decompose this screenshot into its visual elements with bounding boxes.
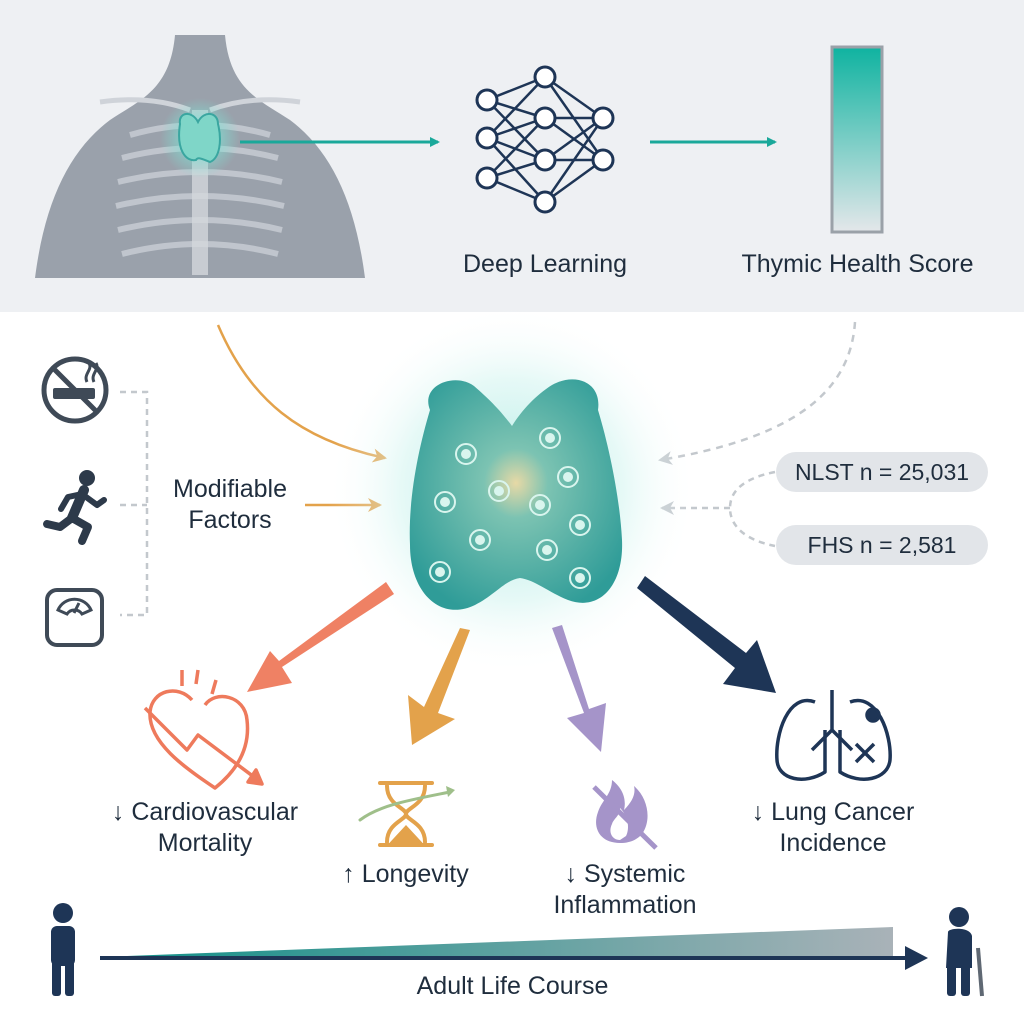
elderly-person-icon — [946, 907, 984, 997]
factors-bracket — [120, 390, 149, 617]
score-bar — [830, 45, 884, 234]
adult-life-course-label: Adult Life Course — [416, 972, 609, 1000]
heart-icon — [143, 669, 264, 790]
no-flame-icon — [592, 780, 658, 850]
cohort-connector — [728, 470, 776, 548]
thymus-organ — [409, 379, 623, 610]
longevity-label: ↑ Longevity — [342, 860, 469, 888]
lung-line2: Incidence — [779, 829, 887, 857]
life-course-wedge — [100, 927, 893, 957]
thymus-cells — [429, 427, 591, 589]
nlst-cohort-badge: NLST n = 25,031 — [776, 452, 988, 492]
score-to-thymus-curve — [658, 321, 857, 465]
lung-cancer-incidence-label: ↓ Lung Cancer Incidence — [728, 797, 938, 859]
thymic-health-score-label: Thymic Health Score — [741, 250, 974, 278]
young-person-icon — [51, 903, 75, 996]
lung-arrow — [637, 576, 776, 693]
systemic-inflammation-label: ↓ Systemic Inflammation — [535, 859, 715, 921]
lungs-icon — [775, 690, 892, 781]
cardio-line1: ↓ Cardiovascular — [111, 798, 299, 826]
cardio-arrow — [247, 582, 394, 692]
life-course-arrow-head — [905, 946, 928, 970]
inflammation-arrow — [552, 625, 606, 752]
hourglass-icon — [358, 781, 455, 847]
neural-network-icon — [475, 65, 615, 214]
chest-ct-illustration — [35, 35, 365, 278]
lung-line1: ↓ Lung Cancer — [751, 798, 915, 826]
deep-learning-label: Deep Learning — [462, 250, 627, 278]
longevity-arrow — [408, 628, 470, 745]
cardio-line2: Mortality — [157, 829, 253, 857]
fhs-cohort-badge: FHS n = 2,581 — [776, 525, 988, 565]
inflammation-line1: ↓ Systemic — [564, 860, 686, 888]
running-person-icon — [43, 470, 107, 545]
cardiovascular-mortality-label: ↓ Cardiovascular Mortality — [85, 797, 325, 859]
modifiable-factors-line2: Factors — [188, 506, 272, 534]
modifiable-factors-label: Modifiable Factors — [155, 474, 305, 536]
modifiable-factors-line1: Modifiable — [173, 475, 287, 503]
inflammation-line2: Inflammation — [553, 891, 697, 919]
weight-scale-icon — [45, 588, 104, 647]
no-smoking-icon — [41, 356, 109, 424]
